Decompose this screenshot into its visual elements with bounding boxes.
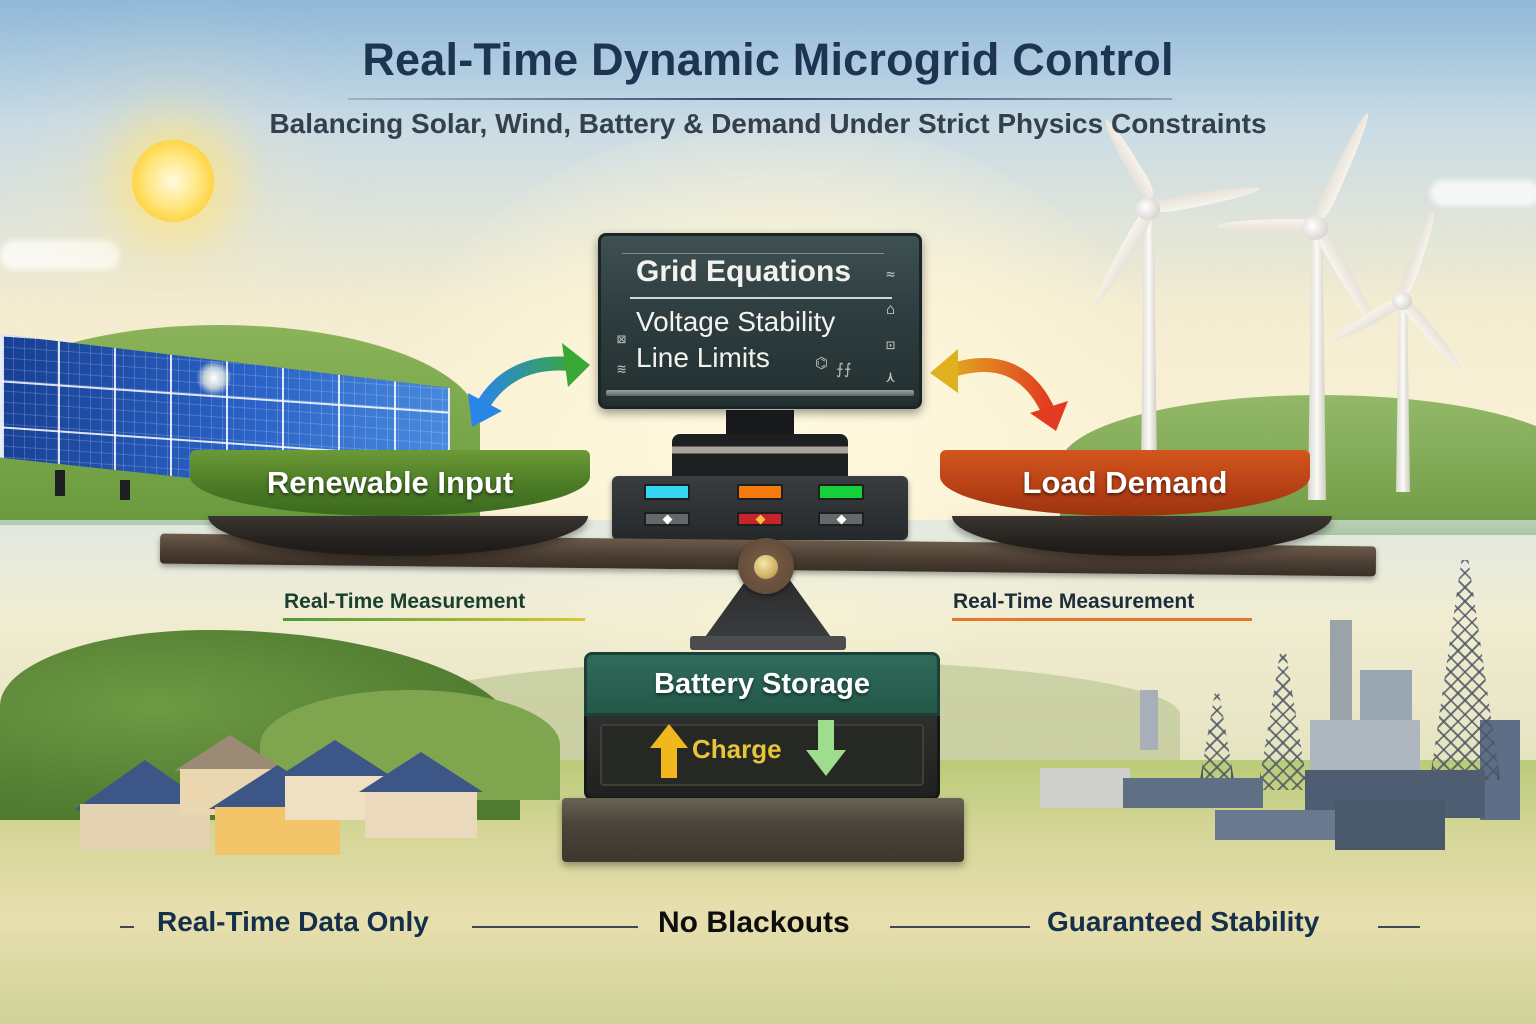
monitor-line-voltage: Voltage Stability xyxy=(636,306,836,337)
right-caption-underline xyxy=(952,618,1252,621)
chalk-symbol: ⊡ xyxy=(886,336,896,354)
chalk-symbol: ≋ xyxy=(617,360,627,378)
battery-panel xyxy=(600,724,924,786)
footer-rule xyxy=(1378,926,1420,928)
controller-upper-base xyxy=(672,434,848,476)
console-button-left[interactable] xyxy=(644,512,690,526)
sun-icon xyxy=(132,140,214,222)
pivot-bolt-icon xyxy=(754,555,778,579)
monitor-bezel xyxy=(606,390,914,396)
charge-up-arrow-icon xyxy=(650,724,688,778)
left-caption-underline xyxy=(283,618,585,621)
panel-leg xyxy=(55,470,65,496)
chalk-symbol: ⊠ xyxy=(617,330,627,348)
house-icon xyxy=(174,735,286,815)
footer-item-guaranteed-stability: Guaranteed Stability xyxy=(1047,906,1320,937)
load-demand-plate: Load Demand xyxy=(940,450,1310,516)
title-divider xyxy=(348,98,1172,100)
footer-item-realtime-data: Real-Time Data Only xyxy=(157,906,429,937)
chalk-symbol: ⌂ xyxy=(886,300,896,318)
grid-equations-monitor xyxy=(598,233,922,409)
console-button-center[interactable] xyxy=(737,512,783,526)
cloud xyxy=(0,240,120,270)
chalk-symbol: ≈ xyxy=(886,265,896,283)
console-button-right[interactable] xyxy=(818,512,864,526)
status-light-orange xyxy=(737,484,783,500)
sun-flare xyxy=(196,360,232,396)
screen-divider xyxy=(630,297,892,299)
bidirectional-arrow-right-icon xyxy=(930,349,1068,431)
footer-rule xyxy=(890,926,1030,928)
discharge-down-arrow-icon xyxy=(806,720,846,776)
status-light-cyan xyxy=(644,484,690,500)
chalk-symbol: ⌬ xyxy=(815,354,829,372)
cloud xyxy=(1430,180,1536,206)
right-measurement-caption: Real-Time Measurement xyxy=(953,590,1195,613)
left-measurement-caption: Real-Time Measurement xyxy=(284,590,526,613)
footer-rule xyxy=(472,926,638,928)
scale-stand-foot xyxy=(690,636,846,650)
screen-line xyxy=(622,253,884,254)
page-title: Real-Time Dynamic Microgrid Control xyxy=(362,34,1174,85)
controller-console xyxy=(612,476,908,540)
monitor-title: Grid Equations xyxy=(636,255,852,288)
house-icon xyxy=(359,752,483,838)
battery-storage-label: Battery Storage xyxy=(584,652,940,716)
status-light-green xyxy=(818,484,864,500)
chalk-symbol: ⋏ xyxy=(886,368,896,386)
charge-label: Charge xyxy=(692,734,782,764)
panel-leg xyxy=(120,480,130,500)
page-subtitle: Balancing Solar, Wind, Battery & Demand … xyxy=(269,108,1267,139)
battery-pedestal xyxy=(562,798,964,862)
renewable-input-plate: Renewable Input xyxy=(190,450,590,516)
footer-item-no-blackouts: No Blackouts xyxy=(658,906,850,939)
monitor-stand xyxy=(726,410,794,434)
footer-rule xyxy=(120,926,134,928)
bidirectional-arrow-left-icon xyxy=(468,343,590,427)
chalk-symbol: ⨍⨍ xyxy=(836,360,852,378)
monitor-line-limits: Line Limits xyxy=(636,342,770,373)
